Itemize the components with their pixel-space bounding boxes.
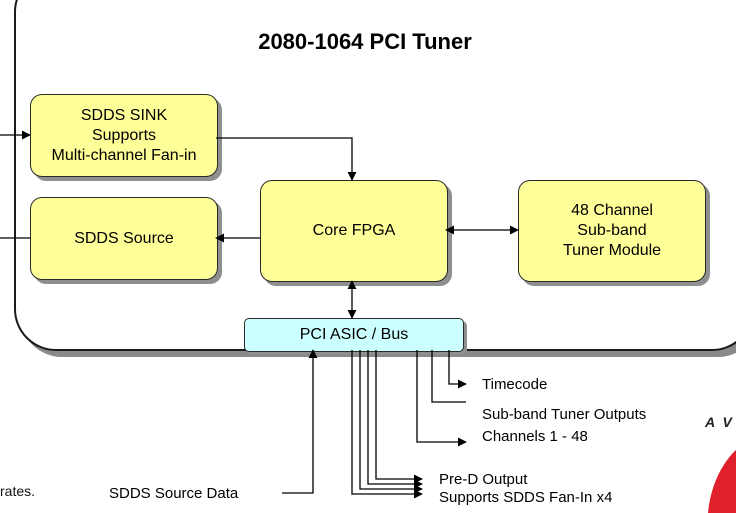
sdds-source-label: SDDS Source: [74, 229, 174, 247]
sdds-sink-line-1: SDDS SINK: [80, 106, 168, 124]
subband-output-line-1: Sub-band Tuner Outputs: [482, 406, 647, 423]
tuner-module-line-2: Sub-band: [577, 222, 647, 239]
sdds-sink-line-3: Multi-channel Fan-in: [51, 146, 197, 164]
left-edge-text: rates.: [0, 483, 36, 499]
sdds-sink-block: SDDS SINK Supports Multi-channel Fan-in: [30, 94, 218, 177]
tuner-module-block: 48 Channel Sub-band Tuner Module: [518, 180, 706, 282]
red-accent-shape: [708, 450, 736, 513]
sdds-source-data-label: SDDS Source Data: [109, 485, 239, 502]
pred-output-line-2: Supports SDDS Fan-In x4: [439, 489, 613, 506]
sdds-source-block: SDDS Source: [30, 197, 218, 280]
tuner-module-line-3: Tuner Module: [562, 242, 662, 259]
subband-output-line-2: Channels 1 - 48: [482, 428, 588, 445]
core-fpga-label: Core FPGA: [312, 222, 396, 239]
pred-output-line-1: Pre-D Output: [439, 471, 528, 488]
sdds-sink-line-2: Supports: [91, 126, 157, 144]
pci-asic-label: PCI ASIC / Bus: [299, 326, 409, 343]
tuner-module-line-1: 48 Channel: [571, 202, 653, 219]
right-edge-text: A V: [705, 414, 734, 430]
diagram-title: 2080-1064 PCI Tuner: [258, 29, 472, 54]
timecode-label: Timecode: [482, 376, 548, 393]
pci-asic-block: PCI ASIC / Bus: [244, 318, 464, 352]
core-fpga-block: Core FPGA: [260, 180, 448, 282]
